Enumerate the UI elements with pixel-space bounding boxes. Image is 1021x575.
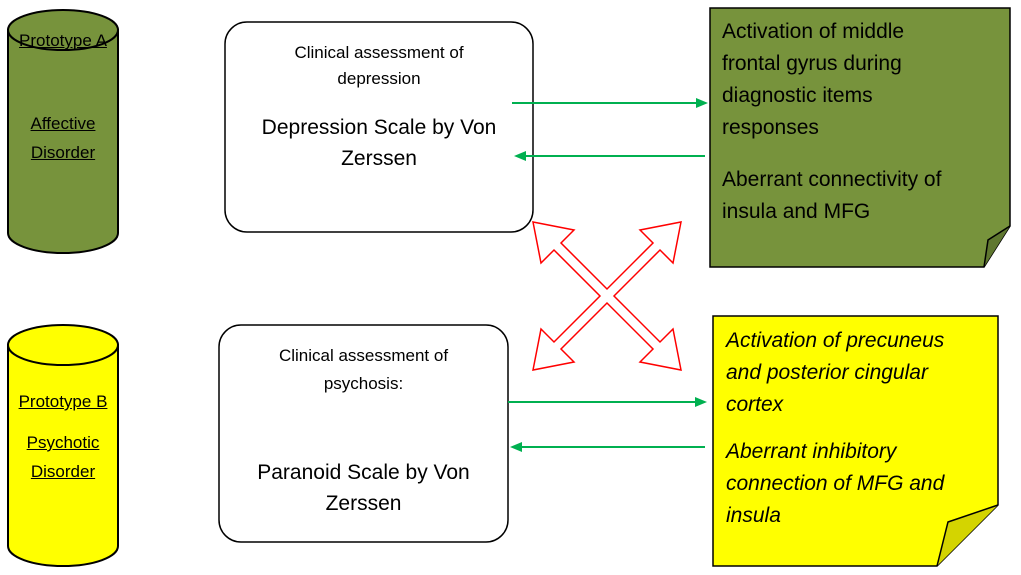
findings-b-item1-line: Activation of precuneus [726,329,945,352]
findings-b-item2-line: Aberrant inhibitory [726,440,897,463]
findings-a-item1-line: frontal gyrus during [722,52,902,75]
findings-a-item2: Aberrant connectivity of insula and MFG [722,164,1006,228]
findings-b-item1-line: cortex [726,393,784,416]
findings-b-item2: Aberrant inhibitory connection of MFG an… [726,436,996,532]
findings-b-item1-line: and posterior cingular [726,361,928,384]
findings-b-item1: Activation of precuneus and posterior ci… [726,325,996,421]
assessment-a-scale-line2: Zerssen [341,147,417,170]
assessment-b-heading-line1: Clinical assessment of [278,346,449,365]
findings-b-item2-line: connection of MFG and [726,472,945,495]
findings-a-item1-line: diagnostic items [722,84,873,107]
assessment-a-heading-line2: depression [337,69,421,88]
prototype-a-cylinder [7,9,119,254]
findings-a-item2-line: Aberrant connectivity of [722,168,942,191]
assessment-a-scale-line1: Depression Scale by Von [261,116,497,139]
assessment-b-scale-line2: Zerssen [325,492,402,515]
green-arrows [508,98,708,452]
findings-a-item2-line: insula and MFG [722,200,871,223]
assessment-b-box [218,324,509,543]
prototype-b-subtitle-line1: Psychotic [26,433,100,452]
cross-arrow [532,221,682,371]
prototype-b-cylinder [7,324,119,567]
findings-a-item1-line: responses [722,116,819,139]
findings-a-item1: Activation of middle frontal gyrus durin… [722,16,1006,144]
findings-b-item2-line: insula [726,504,781,527]
assessment-a-heading-line1: Clinical assessment of [294,43,464,62]
findings-a-note [709,7,1011,268]
prototype-b-title: Prototype B [18,392,108,411]
findings-b-note [712,315,999,567]
prototype-a-subtitle-line1: Affective [30,114,96,133]
prototype-a-subtitle-line2: Disorder [30,143,96,162]
assessment-b-heading-line2: psychosis: [323,374,404,393]
prototype-b-subtitle-line2: Disorder [30,462,96,481]
assessment-b-scale-line1: Paranoid Scale by Von [257,461,470,484]
prototype-a-title: Prototype A [19,31,107,50]
findings-a-item1-line: Activation of middle [722,20,905,43]
assessment-a-box [224,21,534,233]
